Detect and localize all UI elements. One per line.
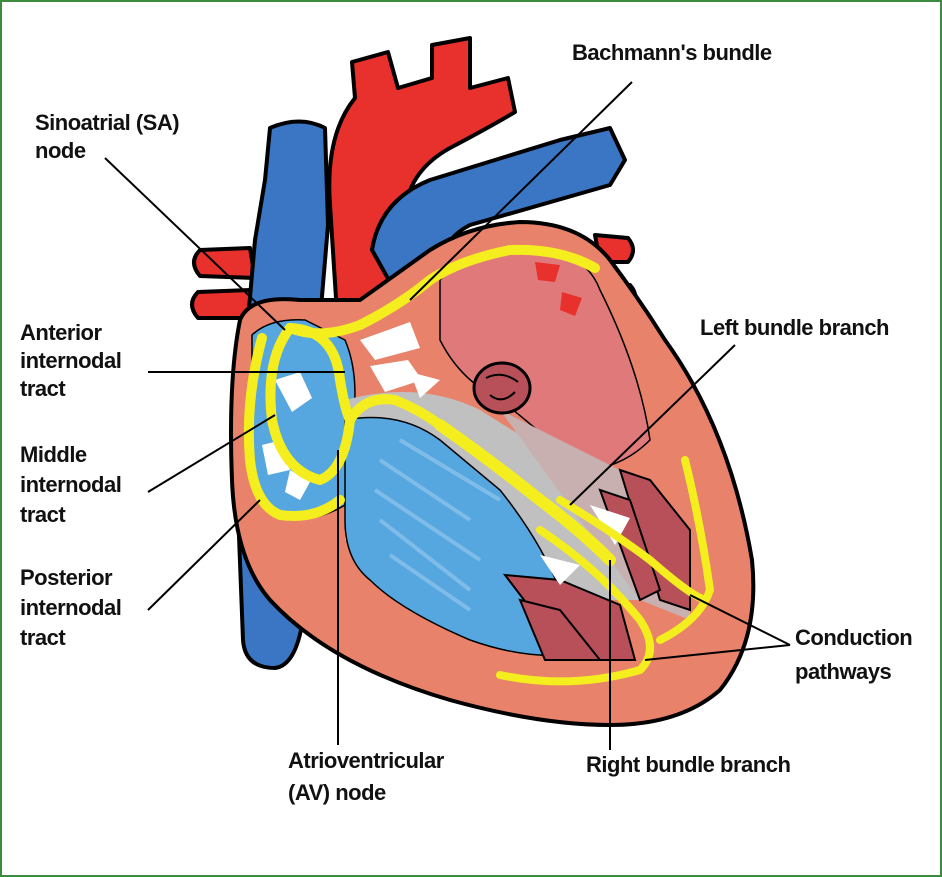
aorta (327, 36, 517, 362)
right-ventricle-streaks (373, 438, 502, 612)
left-bundle-fascicle (656, 456, 714, 644)
sa-node-label: Sinoatrial (SA) node (35, 110, 185, 163)
valve-leaflets (360, 322, 630, 585)
posterior-tract-label: Posterior internodal tract (20, 565, 127, 650)
left-bundle-leader (569, 344, 736, 506)
left-bundle-path (556, 496, 709, 604)
superior-vena-cava (246, 119, 330, 322)
sa-node-leader (104, 157, 286, 331)
right-bundle-label: Right bundle branch (586, 752, 790, 777)
leader-lines (104, 81, 791, 750)
bachmann-leader (409, 81, 633, 301)
labels: Sinoatrial (SA) node Bachmann's bundle A… (20, 40, 918, 805)
conduction-leader-lower (644, 644, 791, 661)
anterior-tract-path (285, 323, 355, 425)
middle-tract-leader (147, 414, 276, 493)
middle-tract-label: Middle internodal tract (20, 442, 127, 527)
anterior-tract-label: Anterior internodal tract (20, 320, 127, 401)
posterior-tract-path (243, 333, 345, 521)
right-bundle-path (496, 526, 654, 686)
left-pulmonary-veins (190, 246, 257, 320)
conduction-leader-upper (689, 594, 791, 646)
posterior-tract-leader (147, 499, 261, 611)
bachmann-label: Bachmann's bundle (572, 40, 772, 65)
left-bundle-label: Left bundle branch (700, 315, 889, 340)
aortic-valve (472, 361, 532, 415)
av-node-ring (345, 394, 445, 430)
bundle-of-his (434, 419, 616, 566)
left-atrium-spots (535, 262, 582, 316)
conduction-label: Conduction pathways (795, 625, 918, 684)
av-node-label: Atrioventricular (AV) node (288, 748, 449, 805)
